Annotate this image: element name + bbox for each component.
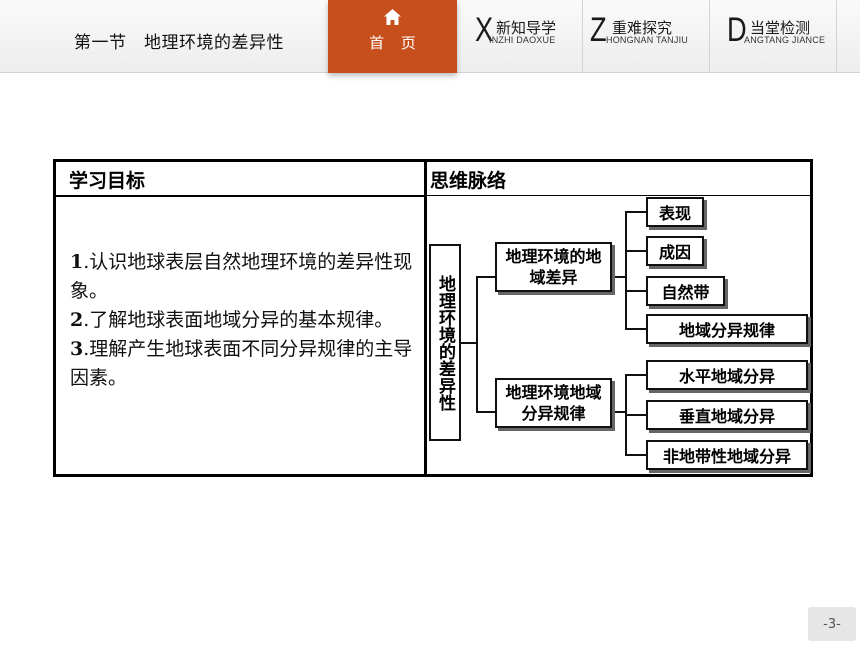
objectives-table: 学习目标 思维脉络 1.认识地球表层自然地理环境的差异性现象。 2.了解地球表面… (53, 159, 813, 477)
goal-number: 1 (70, 251, 84, 273)
tab-title: 当堂检测 (750, 19, 811, 37)
tab-zhongnan-tanjiu[interactable]: Z 重难探究 HONGNAN TANJIU (590, 0, 705, 73)
connector-line (476, 276, 495, 278)
tab-letter: D (727, 11, 747, 49)
tab-pinyin: INZHI DAOXUE (489, 35, 556, 45)
tab-pinyin: HONGNAN TANJIU (606, 35, 688, 45)
column-divider (424, 162, 427, 474)
goal-item: 3.理解产生地球表面不同分异规律的主导因素。 (70, 335, 415, 393)
mind-map-root: 地理环境的差异性 (429, 244, 461, 441)
lesson-title: 第一节 地理环境的差异性 (74, 33, 284, 53)
tab-letter: Z (590, 11, 607, 49)
top-navigation-bar: 第一节 地理环境的差异性 首 页 X 新知导学 INZHI DAOXUE Z 重… (0, 0, 860, 73)
mind-map-leaf: 表现 (646, 197, 704, 227)
learning-goals-list: 1.认识地球表层自然地理环境的差异性现象。 2.了解地球表面地域分异的基本规律。… (70, 248, 415, 393)
mind-map-header: 思维脉络 (430, 170, 507, 192)
nav-separator (709, 0, 710, 73)
connector-line (461, 342, 477, 344)
learning-goals-header: 学习目标 (69, 170, 146, 192)
connector-line (625, 290, 646, 292)
goal-number: 3 (70, 338, 84, 360)
connector-line (625, 211, 646, 213)
goal-text: .理解产生地球表面不同分异规律的主导因素。 (70, 338, 413, 389)
tab-title: 重难探究 (612, 19, 673, 37)
header-divider (427, 195, 810, 196)
header-divider (56, 195, 424, 197)
connector-line (625, 414, 646, 416)
mind-map-leaf: 垂直地域分异 (646, 400, 808, 430)
goal-text: .了解地球表面地域分异的基本规律。 (83, 309, 394, 331)
connector-line (625, 211, 627, 329)
page-number: -3- (808, 607, 856, 641)
tab-pinyin: ANGTANG JIANCE (744, 35, 826, 45)
goal-item: 1.认识地球表层自然地理环境的差异性现象。 (70, 248, 415, 306)
connector-line (476, 411, 495, 413)
mind-map-leaf: 成因 (646, 236, 704, 266)
connector-line (625, 454, 646, 456)
connector-line (625, 328, 646, 330)
home-label: 首 页 (369, 34, 422, 52)
tab-xinzhi-daoxue[interactable]: X 新知导学 INZHI DAOXUE (475, 0, 580, 73)
tab-dangtang-jiance[interactable]: D 当堂检测 ANGTANG JIANCE (727, 0, 835, 73)
connector-line (625, 374, 646, 376)
mind-map-leaf: 地域分异规律 (646, 314, 808, 344)
mind-map-leaf: 水平地域分异 (646, 360, 808, 390)
home-tab[interactable]: 首 页 (328, 0, 457, 73)
nav-separator (582, 0, 583, 73)
connector-line (625, 250, 646, 252)
mind-map-branch: 地理环境地域分异规律 (495, 378, 612, 428)
mind-map: 地理环境的差异性 地理环境的地域差异 地理环境地域分异规律 表现 成因 自然带 … (427, 196, 813, 474)
mind-map-leaf: 非地带性地域分异 (646, 440, 808, 470)
connector-line (612, 276, 626, 278)
goal-text: .认识地球表层自然地理环境的差异性现象。 (70, 251, 413, 302)
goal-item: 2.了解地球表面地域分异的基本规律。 (70, 306, 415, 335)
tab-title: 新知导学 (496, 19, 557, 37)
nav-separator (836, 0, 837, 73)
connector-line (476, 276, 478, 413)
home-icon (384, 9, 401, 25)
connector-line (612, 411, 626, 413)
tab-letter: X (475, 11, 494, 49)
mind-map-branch: 地理环境的地域差异 (495, 242, 612, 292)
goal-number: 2 (70, 309, 84, 331)
mind-map-leaf: 自然带 (646, 276, 725, 306)
